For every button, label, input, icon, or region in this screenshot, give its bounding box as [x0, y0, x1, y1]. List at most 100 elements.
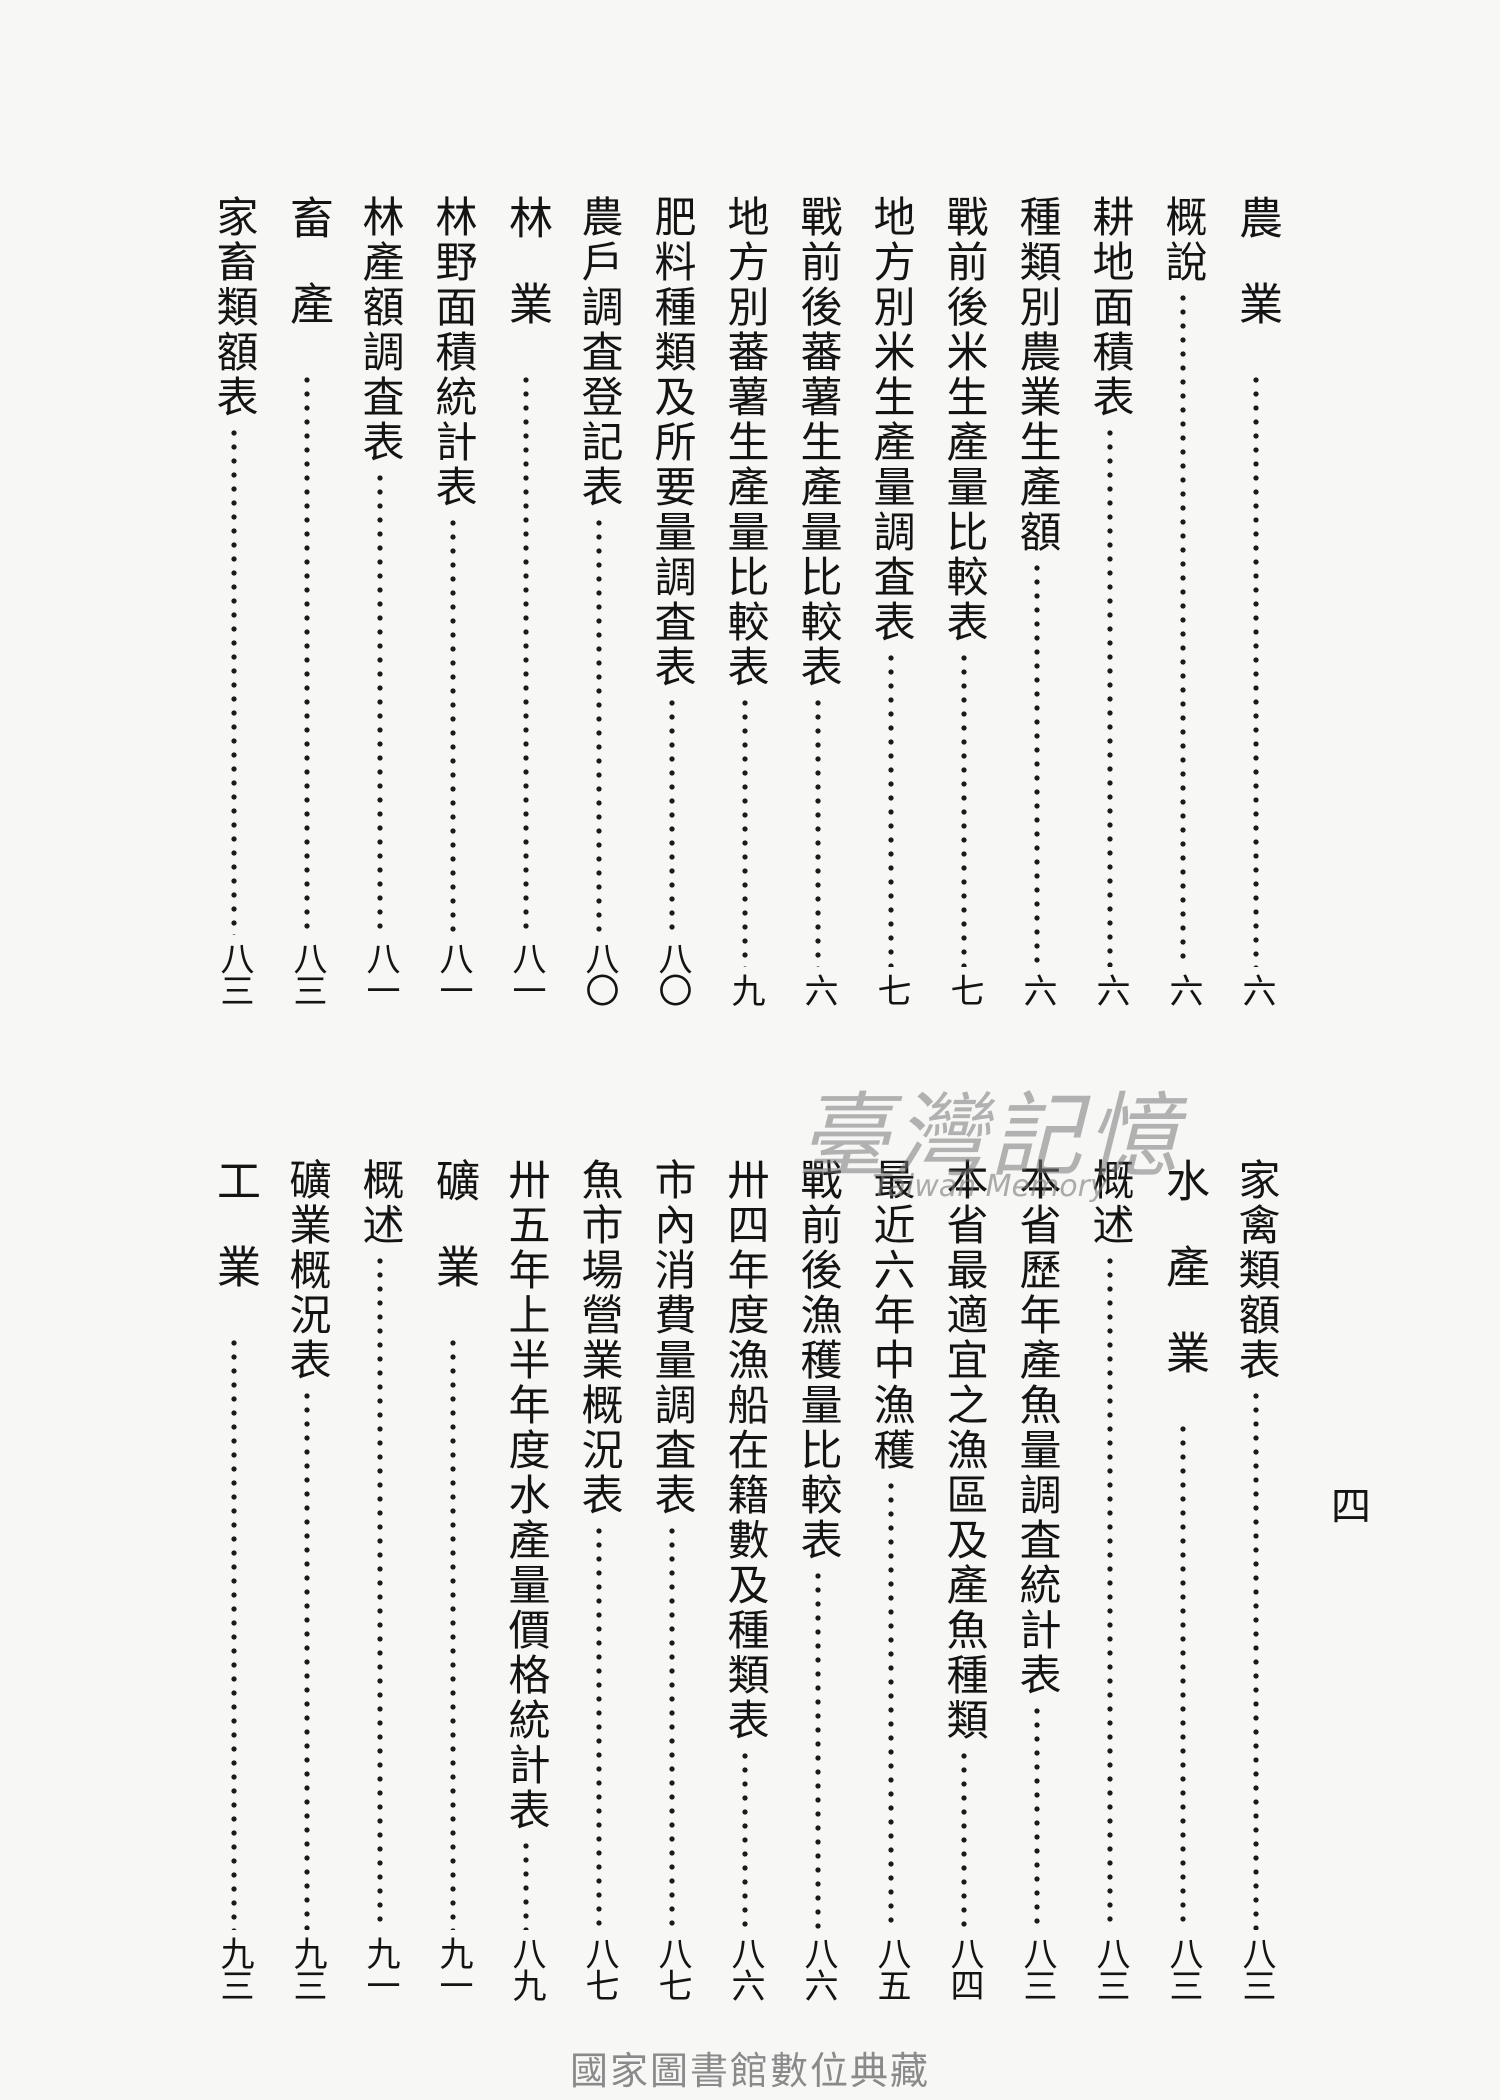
leader-dots: [715, 696, 775, 967]
toc-entry-page-number: 九: [725, 973, 765, 1005]
toc-entry-page-number: 六: [1090, 973, 1130, 1005]
toc-entry-title: 畜產: [282, 195, 333, 367]
toc-entry-title: 概述: [1086, 1158, 1135, 1248]
leader-dots: [1226, 373, 1286, 967]
toc-entry-title: 礦業: [428, 1158, 479, 1330]
page-number: 四: [1324, 1485, 1370, 1525]
toc-entry-page-number: 八一: [506, 941, 546, 1005]
leader-dots: [1153, 1422, 1213, 1930]
toc-entry-title: 概說: [1159, 195, 1208, 285]
toc-section-heading: 礦業九一: [423, 1158, 483, 2000]
toc-entry-page-number: 六: [1017, 973, 1057, 1005]
toc-entry-page-number: 八一: [433, 941, 473, 1005]
toc-entry-page-number: 九一: [433, 1936, 473, 2000]
toc-entry: 林產額調査表八一: [350, 195, 410, 1005]
toc-entry-page-number: 六: [1236, 973, 1276, 1005]
toc-entry-title: 最近六年中漁穫: [867, 1158, 916, 1473]
leader-dots: [1007, 1704, 1067, 1930]
toc-entry: 地方別蕃薯生產量比較表九: [715, 195, 775, 1005]
toc-entry: 概述八三: [1080, 1158, 1140, 2000]
toc-entry-page-number: 八四: [944, 1936, 984, 2000]
leader-dots: [496, 1839, 556, 1930]
toc-entry-title: 林野面積統計表: [429, 195, 478, 510]
toc-entry-page-number: 六: [798, 973, 838, 1005]
toc-entry: 戰前後蕃薯生產量比較表六: [788, 195, 848, 1005]
toc-entry-page-number: 八五: [871, 1936, 911, 2000]
toc-entry-title: 農業: [1231, 195, 1282, 367]
leader-dots: [569, 1524, 629, 1930]
toc-entry-title: 耕地面積表: [1086, 195, 1135, 420]
toc-section-heading: 農業六: [1226, 195, 1286, 1005]
toc-entry-page-number: 八三: [214, 941, 254, 1005]
toc-entry-page-number: 九三: [214, 1936, 254, 2000]
leader-dots: [934, 1749, 994, 1930]
footer-credit: 國家圖書館數位典藏: [569, 2049, 930, 2093]
leader-dots: [569, 516, 629, 935]
toc-entry: 家畜類額表八三: [204, 195, 264, 1005]
toc-entry: 市內消費量調査表八七: [642, 1158, 702, 2000]
toc-entry-page-number: 七: [871, 973, 911, 1005]
leader-dots: [350, 1254, 410, 1930]
toc-entry-title: 戰前後米生產量比較表: [940, 195, 989, 645]
toc-entry: 地方別米生產量調査表七: [861, 195, 921, 1005]
leader-dots: [715, 1749, 775, 1930]
toc-entry-title: 肥料種類及所要量調査表: [648, 195, 697, 690]
toc-entry-title: 本省歷年產魚量調査統計表: [1013, 1158, 1062, 1698]
toc-section-heading: 工業九三: [204, 1158, 264, 2000]
leader-dots: [204, 426, 264, 935]
leader-dots: [277, 373, 337, 935]
toc-entry-title: 卅五年上半年度水產量價格統計表: [502, 1158, 551, 1833]
toc-entry-title: 戰前後漁穫量比較表: [794, 1158, 843, 1563]
toc-entry-title: 礦業概況表: [283, 1158, 332, 1383]
toc-entry-title: 地方別米生產量調査表: [867, 195, 916, 645]
leader-dots: [788, 1569, 848, 1930]
toc-entry-page-number: 八九: [506, 1936, 546, 2000]
leader-dots: [277, 1389, 337, 1930]
toc-entry-page-number: 八七: [579, 1936, 619, 2000]
toc-entry-page-number: 八六: [725, 1936, 765, 2000]
leader-dots: [423, 1336, 483, 1930]
toc-entry-page-number: 九三: [287, 1936, 327, 2000]
leader-dots: [350, 471, 410, 935]
leader-dots: [934, 651, 994, 967]
toc-entry-title: 戰前後蕃薯生產量比較表: [794, 195, 843, 690]
toc-entry-title: 林產額調査表: [356, 195, 405, 465]
toc-entry: 最近六年中漁穫八五: [861, 1158, 921, 2000]
toc-entry-page-number: 八〇: [652, 941, 692, 1005]
toc-entry: 農戶調査登記表八〇: [569, 195, 629, 1005]
toc-entry: 肥料種類及所要量調査表八〇: [642, 195, 702, 1005]
toc-entry-title: 農戶調査登記表: [575, 195, 624, 510]
toc-entry-page-number: 八一: [360, 941, 400, 1005]
toc-entry-title: 市內消費量調査表: [648, 1158, 697, 1518]
toc-entry: 概說六: [1153, 195, 1213, 1005]
leader-dots: [1226, 1389, 1286, 1930]
toc-entry-page-number: 八三: [1236, 1936, 1276, 2000]
toc-section-heading: 水產業八三: [1153, 1158, 1213, 2000]
toc-entry-title: 家畜類額表: [210, 195, 259, 420]
toc-entry-page-number: 八六: [798, 1936, 838, 2000]
toc-entry-title: 本省最適宜之漁區及產魚種類: [940, 1158, 989, 1743]
toc-entry-page-number: 六: [1163, 973, 1203, 1005]
toc-entry: 家禽類額表八三: [1226, 1158, 1286, 2000]
toc-entry: 林野面積統計表八一: [423, 195, 483, 1005]
toc-entry: 礦業概況表九三: [277, 1158, 337, 2000]
toc-section-heading: 畜產八三: [277, 195, 337, 1005]
leader-dots: [788, 696, 848, 967]
toc-entry-title: 地方別蕃薯生產量比較表: [721, 195, 770, 690]
toc-entry-title: 林業: [501, 195, 552, 367]
leader-dots: [642, 1524, 702, 1930]
toc-entry: 本省歷年產魚量調査統計表八三: [1007, 1158, 1067, 2000]
toc-entry-title: 概述: [356, 1158, 405, 1248]
toc-entry: 卅四年度漁船在籍數及種類表八六: [715, 1158, 775, 2000]
toc-entry-title: 家禽類額表: [1232, 1158, 1281, 1383]
toc-entry: 種類別農業生產額六: [1007, 195, 1067, 1005]
toc-section-heading: 林業八一: [496, 195, 556, 1005]
toc-entry-page-number: 九一: [360, 1936, 400, 2000]
leader-dots: [1007, 561, 1067, 967]
toc-entry-title: 卅四年度漁船在籍數及種類表: [721, 1158, 770, 1743]
toc-entry: 戰前後米生產量比較表七: [934, 195, 994, 1005]
toc-entry-page-number: 八三: [1090, 1936, 1130, 2000]
toc-entry-title: 種類別農業生產額: [1013, 195, 1062, 555]
leader-dots: [1153, 291, 1213, 967]
